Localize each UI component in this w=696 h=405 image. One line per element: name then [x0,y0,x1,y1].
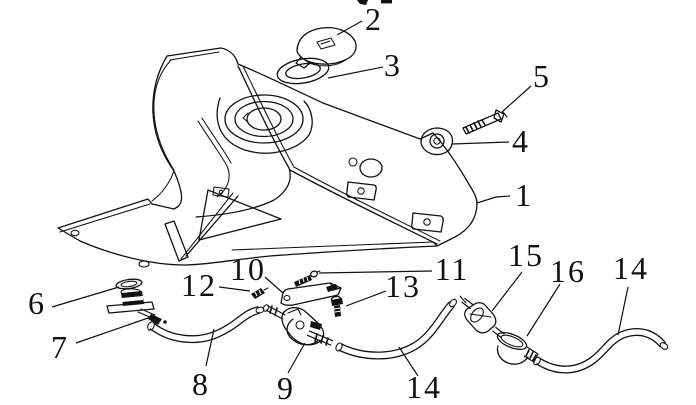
callout-13: 13 [345,268,421,307]
cropped-top-fragments [357,0,392,5]
bracket-screw [294,270,321,287]
callout-10-label: 10 [230,251,266,287]
mount-bolt [462,109,508,135]
callout-5: 5 [501,58,551,113]
callout-13-label: 13 [385,268,421,304]
callout-14a: 14 [398,346,442,405]
callout-3: 3 [327,47,402,83]
callouts: 1 2 3 4 5 6 7 8 [28,1,649,405]
callout-2-label: 2 [365,1,383,37]
callout-11: 11 [318,251,470,287]
callout-4-label: 4 [512,123,530,159]
callout-11-label: 11 [435,251,470,287]
callout-7-label: 7 [51,329,69,365]
callout-16: 16 [526,253,586,337]
callout-5-label: 5 [533,58,551,94]
callout-14a-label: 14 [406,369,442,405]
fuel-hose-right [533,328,669,374]
callout-2: 2 [336,1,383,37]
callout-14b-label: 14 [613,250,649,286]
callout-15-label: 15 [508,237,544,273]
fuel-tank-body [57,47,478,268]
bracket-bolt [330,295,343,317]
callout-16-label: 16 [550,253,586,289]
callout-12-label: 12 [181,267,217,303]
callout-14b: 14 [613,250,649,336]
callout-12: 12 [181,267,251,303]
callout-6-label: 6 [28,285,46,321]
callout-10: 10 [230,251,284,294]
fuel-hose-middle [335,298,457,360]
callout-7: 7 [51,316,152,365]
callout-8-label: 8 [192,366,210,402]
fuel-hose-left [147,306,265,344]
callout-6: 6 [28,285,120,321]
fuel-valve [262,304,334,346]
fuel-petcock [106,288,167,325]
small-screw [251,287,269,299]
callout-8: 8 [192,328,215,402]
callout-4: 4 [451,123,530,159]
washer-grommet [420,127,454,156]
callout-9-label: 9 [277,370,295,405]
fuel-filter [459,295,505,339]
callout-9: 9 [277,342,306,405]
mount-bracket [280,282,342,306]
callout-1: 1 [476,177,533,213]
callout-3-label: 3 [384,47,402,83]
callout-1-label: 1 [515,177,533,213]
cap-gasket [276,57,330,85]
callout-15: 15 [491,237,544,312]
